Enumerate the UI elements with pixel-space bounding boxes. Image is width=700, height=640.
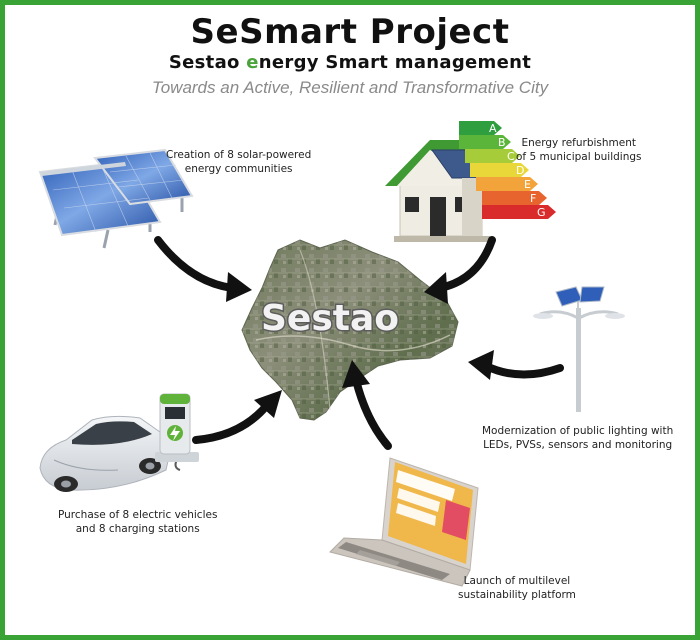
subtitle-part-highlight: e xyxy=(246,52,259,73)
caption-line: sustainability platform xyxy=(458,589,576,601)
page-title: SeSmart Project xyxy=(190,12,510,52)
caption-line: Modernization of public lighting with xyxy=(482,425,674,437)
caption-line: Purchase of 8 electric vehicles xyxy=(58,509,218,521)
subtitle-part: Smart xyxy=(325,52,389,73)
tagline: Towards an Active, Resilient and Transfo… xyxy=(151,78,549,97)
caption-line: Energy refurbishment xyxy=(521,137,636,149)
laptop-icon xyxy=(329,457,479,587)
solar-panel-icon xyxy=(38,148,194,249)
caption-line: of 5 municipal buildings xyxy=(516,151,642,163)
arrow-solar xyxy=(154,236,252,302)
map-label-outline: Sestao xyxy=(261,298,399,339)
subtitle-part: estao xyxy=(182,52,247,73)
energy-letter: D xyxy=(516,164,524,177)
energy-letter: A xyxy=(489,122,497,135)
caption-refurbishment: Energy refurbishment of 5 municipal buil… xyxy=(516,136,642,164)
street-light-icon xyxy=(533,286,625,412)
caption-platform: Launch of multilevel sustainability plat… xyxy=(458,574,576,602)
map-label: Sestao xyxy=(261,298,399,339)
caption-lighting: Modernization of public lighting with LE… xyxy=(482,424,673,452)
arrow-ev xyxy=(192,390,282,444)
charging-station-icon xyxy=(155,393,199,462)
arrow-platform xyxy=(342,360,392,450)
caption-solar: Creation of 8 solar-powered energy commu… xyxy=(166,148,311,176)
subtitle-part: nergy xyxy=(258,52,326,73)
caption-ev: Purchase of 8 electric vehicles and 8 ch… xyxy=(58,508,217,536)
arrow-lighting xyxy=(468,350,564,380)
energy-rating-scale: A B C D E F G xyxy=(459,121,556,219)
project-subtitle: Sestao energy Smart management xyxy=(0,52,700,73)
city-map-icon: Sestao Sestao xyxy=(241,239,459,421)
caption-line: and 8 charging stations xyxy=(75,523,200,535)
energy-letter: G xyxy=(537,206,546,219)
caption-line: energy communities xyxy=(184,163,293,175)
house-icon xyxy=(385,140,500,242)
energy-letter: B xyxy=(498,136,506,149)
caption-line: Launch of multilevel xyxy=(463,575,571,587)
arrow-refurbishment xyxy=(424,236,496,304)
subtitle-part: S xyxy=(168,52,183,73)
subtitle-part: management xyxy=(388,52,532,73)
caption-line: Creation of 8 solar-powered xyxy=(166,149,312,161)
energy-letter: C xyxy=(507,150,515,163)
energy-letter: E xyxy=(524,178,531,191)
caption-line: LEDs, PVSs, sensors and monitoring xyxy=(483,439,673,451)
energy-letter: F xyxy=(530,192,536,205)
